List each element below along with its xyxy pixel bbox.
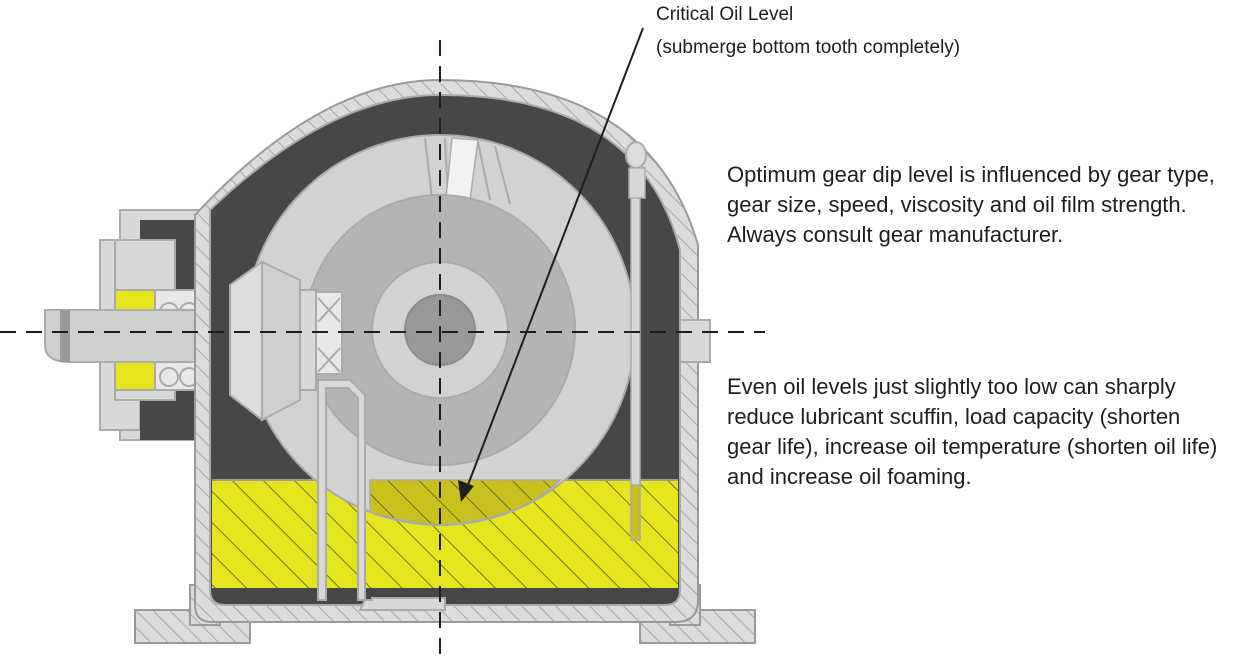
- center-lines: [0, 40, 765, 659]
- low-level-note: Even oil levels just slightly too low ca…: [727, 374, 1218, 489]
- critical-oil-level-subtitle: (submerge bottom tooth completely): [656, 37, 961, 58]
- dip-level-note: Optimum gear dip level is influenced by …: [727, 162, 1215, 247]
- callout-leader-arrow: [458, 27, 644, 502]
- dipstick: [625, 141, 647, 541]
- submerged-gear-segment: [369, 479, 562, 526]
- oil-channel: [317, 379, 446, 611]
- critical-oil-level-label: Critical Oil Level: [656, 4, 794, 25]
- bevel-pinion: [229, 260, 343, 422]
